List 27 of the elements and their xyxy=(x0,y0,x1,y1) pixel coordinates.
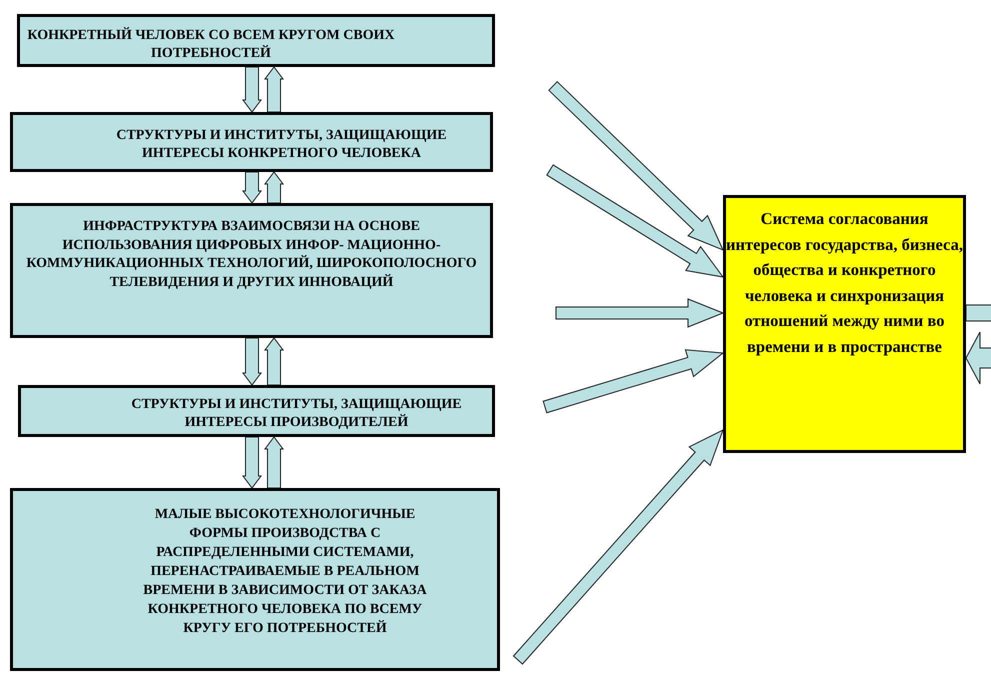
process-box xyxy=(18,385,495,437)
block-arrow xyxy=(264,337,284,386)
box-text: ИНФРАСТРУКТУРА ВЗАИМОСВЯЗИ НА ОСНОВЕ ИСПОЛЬЗОВАНИЯ ЦИФРОВЫХ ИНФОР- МАЦИОННО- КОММУНИКАЦИОННЫХ ТЕХНОЛОГИЙ, ШИРОКОПОЛОСНОГО ТЕЛЕВИДЕНИЯ И ДРУГИХ ИННОВАЦИЙ xyxy=(25,218,478,292)
block-arrow xyxy=(242,436,262,489)
process-box xyxy=(10,203,493,338)
block-arrow xyxy=(264,171,284,204)
block-arrow xyxy=(546,164,724,278)
block-arrow xyxy=(966,304,991,322)
block-arrow xyxy=(512,429,724,665)
block-arrow xyxy=(242,172,262,204)
box-text: МАЛЫЕ ВЫСОКОТЕХНОЛОГИЧНЫЕ ФОРМЫ ПРОИЗВОДСТВА С РАСПРЕДЕЛЕННЫМИ СИСТЕМАМИ, ПЕРЕНАСТРАИВАЕМЫЕ В РЕАЛЬНОМ ВРЕМЕНИ В ЗАВИСИМОСТИ ОТ ЗАКАЗА КОНКРЕТНОГО ЧЕЛОВЕКА ПО ВСЕМУ КРУГУ ЕГО ПОТРЕБНОСТЕЙ xyxy=(142,506,428,638)
block-arrow xyxy=(264,66,284,112)
box-text: КОНКРЕТНЫЙ ЧЕЛОВЕК СО ВСЕМ КРУГОМ СВОИХ ПОТРЕБНОСТЕЙ xyxy=(26,27,396,63)
block-arrow xyxy=(242,338,262,386)
block-arrow xyxy=(556,298,724,328)
box-text: Система согласования интересов государства, бизнеса, общества и конкретного человека и синхронизация отношений между ними во времени и в пространстве xyxy=(726,208,963,358)
box-text: СТРУКТУРЫ И ИНСТИТУТЫ, ЗАЩИЩАЮЩИЕ ИНТЕРЕСЫ КОНКРЕТНОГО ЧЕЛОВЕКА xyxy=(115,127,448,163)
process-box xyxy=(17,14,495,67)
block-arrow xyxy=(965,332,991,384)
process-box xyxy=(10,488,500,671)
process-box xyxy=(10,112,493,172)
highlight-box xyxy=(723,195,966,453)
box-text: СТРУКТУРЫ И ИНСТИТУТЫ, ЗАЩИЩАЮЩИЕ ИНТЕРЕСЫ ПРОИЗВОДИТЕЛЕЙ xyxy=(130,396,463,432)
block-arrow xyxy=(242,66,262,113)
block-arrow xyxy=(264,436,284,488)
block-arrow xyxy=(548,80,724,251)
block-arrow xyxy=(542,349,724,414)
